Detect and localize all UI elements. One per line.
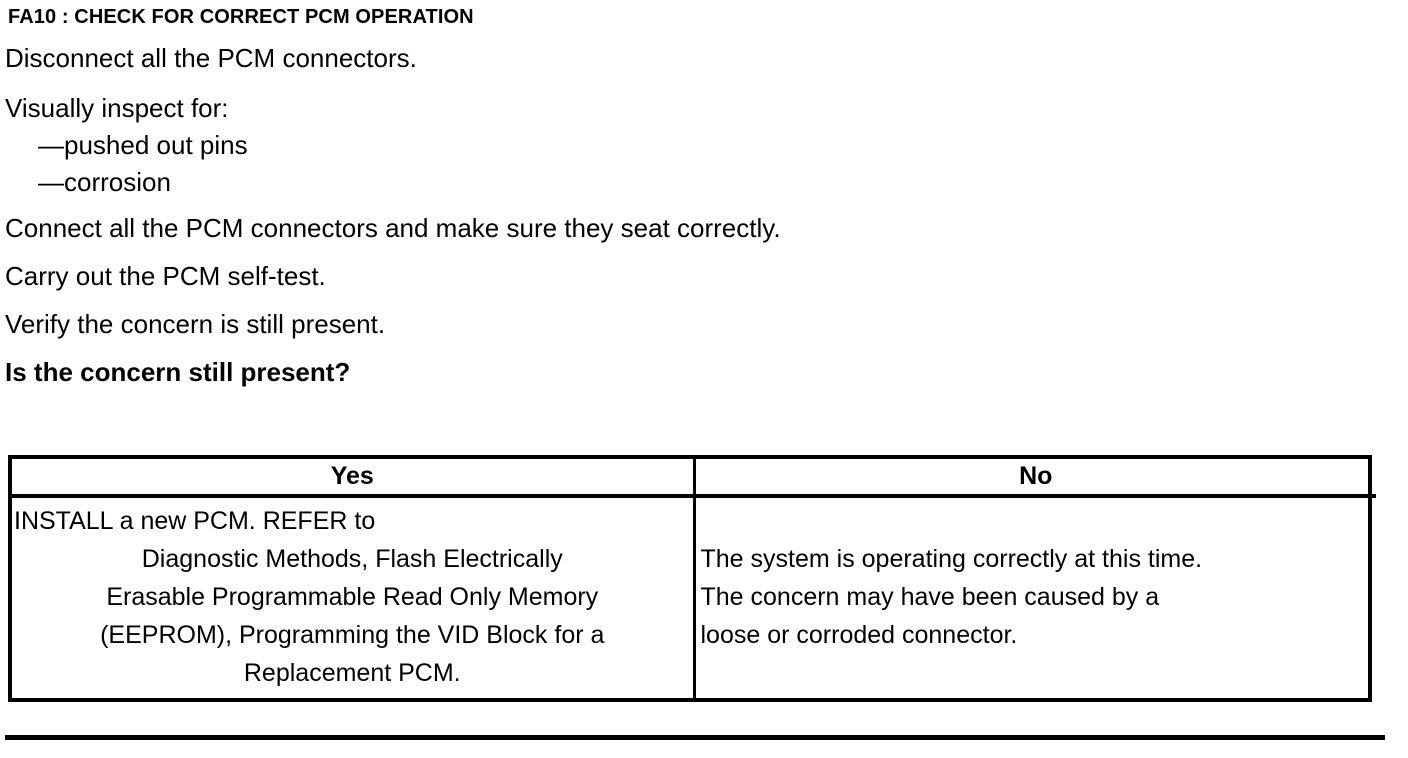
cell-line: loose or corroded connector.	[700, 621, 1018, 649]
cell-line: INSTALL a new PCM. REFER to	[14, 507, 376, 535]
page-title: FA10 : CHECK FOR CORRECT PCM OPERATION	[8, 6, 474, 28]
yes-action-text: INSTALL a new PCM. REFER to Diagnostic M…	[14, 502, 691, 692]
cell-no-action: The system is operating correctly at thi…	[694, 496, 1376, 698]
instruction-bullet: —pushed out pins	[38, 130, 248, 160]
decision-table: Yes No INSTALL a new PCM. REFER to Diagn…	[8, 455, 1376, 702]
instruction-list: Disconnect all the PCM connectors. Visua…	[5, 42, 1205, 389]
instruction-line: Carry out the PCM self-test.	[5, 261, 326, 291]
no-action-text: The system is operating correctly at thi…	[698, 540, 1375, 654]
cell-line: Diagnostic Methods, Flash Electrically	[141, 545, 563, 573]
decision-question: Is the concern still present?	[5, 357, 351, 387]
instruction-line: Connect all the PCM connectors and make …	[5, 213, 781, 243]
table-header-row: Yes No	[12, 459, 1376, 498]
cell-line: (EEPROM), Programming the VID Block for …	[100, 621, 605, 649]
table-row: INSTALL a new PCM. REFER to Diagnostic M…	[12, 496, 1376, 698]
instruction-line: Disconnect all the PCM connectors.	[5, 43, 417, 73]
cell-yes-action: INSTALL a new PCM. REFER to Diagnostic M…	[12, 496, 696, 698]
column-header-no: No	[694, 459, 1376, 498]
cell-line: Replacement PCM.	[243, 659, 461, 687]
cell-line: Erasable Programmable Read Only Memory	[106, 583, 599, 611]
footer-divider-rule	[5, 735, 1385, 740]
cell-line: The system is operating correctly at thi…	[700, 545, 1203, 573]
column-header-yes: Yes	[12, 459, 696, 498]
cell-line: The concern may have been caused by a	[700, 583, 1160, 611]
instruction-line: Verify the concern is still present.	[5, 309, 386, 339]
instruction-line: Visually inspect for:	[5, 93, 229, 123]
instruction-bullet: —corrosion	[38, 167, 171, 197]
